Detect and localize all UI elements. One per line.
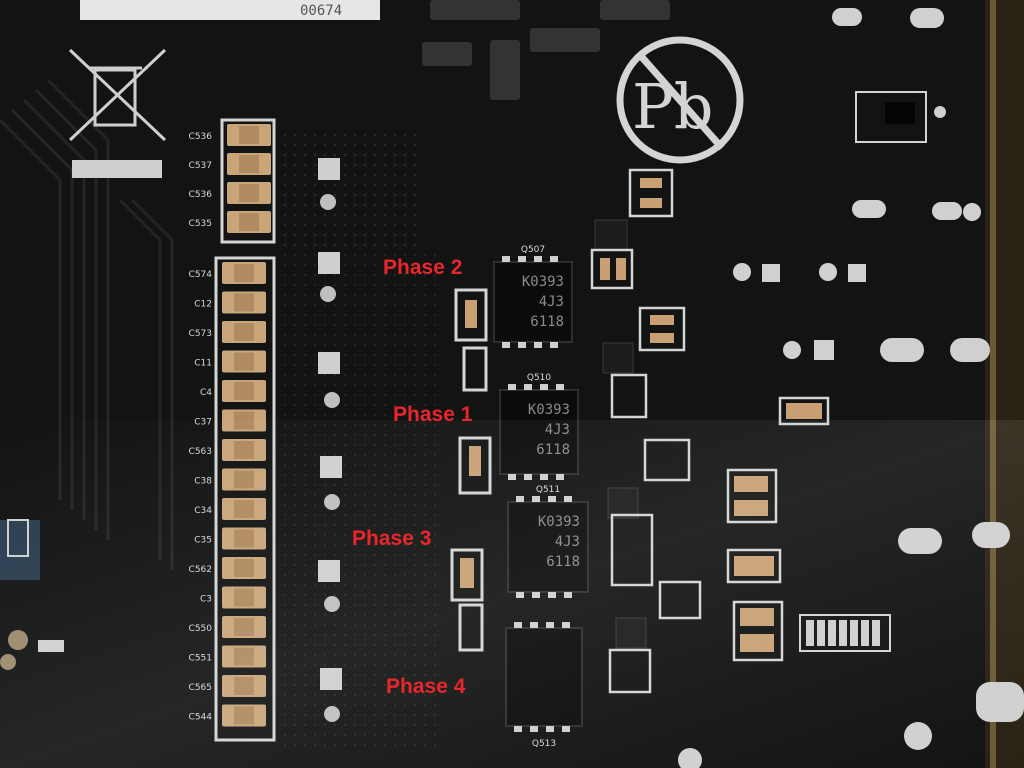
- weee-bin-icon: [68, 48, 167, 142]
- mosfet-marking: 6118: [530, 314, 564, 330]
- mosfet-marking: K0393: [528, 402, 570, 418]
- capacitor-label: C535: [189, 219, 212, 229]
- capacitor-label: C536: [189, 190, 213, 200]
- light-glare: [0, 420, 1024, 768]
- capacitor-label: C11: [194, 359, 212, 369]
- top-label-plate: [80, 0, 380, 20]
- phase-4-label: Phase 4: [386, 675, 466, 698]
- capacitor-label: C573: [189, 329, 212, 339]
- top-resistor-arrays: [422, 0, 670, 100]
- lead-free-icon: Pb: [616, 36, 744, 164]
- mosfet-ref: Q510: [527, 373, 552, 383]
- svg-text:Pb: Pb: [632, 70, 713, 143]
- capacitor-center: [239, 126, 259, 144]
- mosfet-marking: K0393: [522, 274, 564, 290]
- phase-1-label: Phase 1: [393, 403, 473, 426]
- capacitor-label: C12: [194, 300, 212, 310]
- capacitor-center: [234, 382, 254, 400]
- phase-3-label: Phase 3: [352, 527, 432, 550]
- phase-2-label: Phase 2: [383, 256, 463, 279]
- mosfet-ref: Q507: [521, 245, 545, 255]
- transistor-q1802: [855, 91, 946, 143]
- capacitor-center: [239, 213, 259, 231]
- capacitor-center: [239, 184, 259, 202]
- mosfet-marking: 4J3: [539, 294, 564, 310]
- mosfet: K0393 4J3 6118 Q507: [493, 245, 573, 348]
- capacitor-center: [234, 352, 254, 371]
- via-field: [280, 130, 420, 250]
- weee-bar: [72, 160, 162, 178]
- capacitor-center: [234, 323, 254, 341]
- top-label-text: 00674: [300, 3, 342, 19]
- capacitor-center: [234, 293, 254, 312]
- capacitor-label: C537: [189, 161, 212, 171]
- capacitor-label: C4: [200, 388, 212, 398]
- capacitor-center: [239, 155, 259, 173]
- capacitor-label: C536: [189, 132, 213, 142]
- capacitor-label: C574: [189, 270, 213, 280]
- capacitor-center: [234, 264, 254, 282]
